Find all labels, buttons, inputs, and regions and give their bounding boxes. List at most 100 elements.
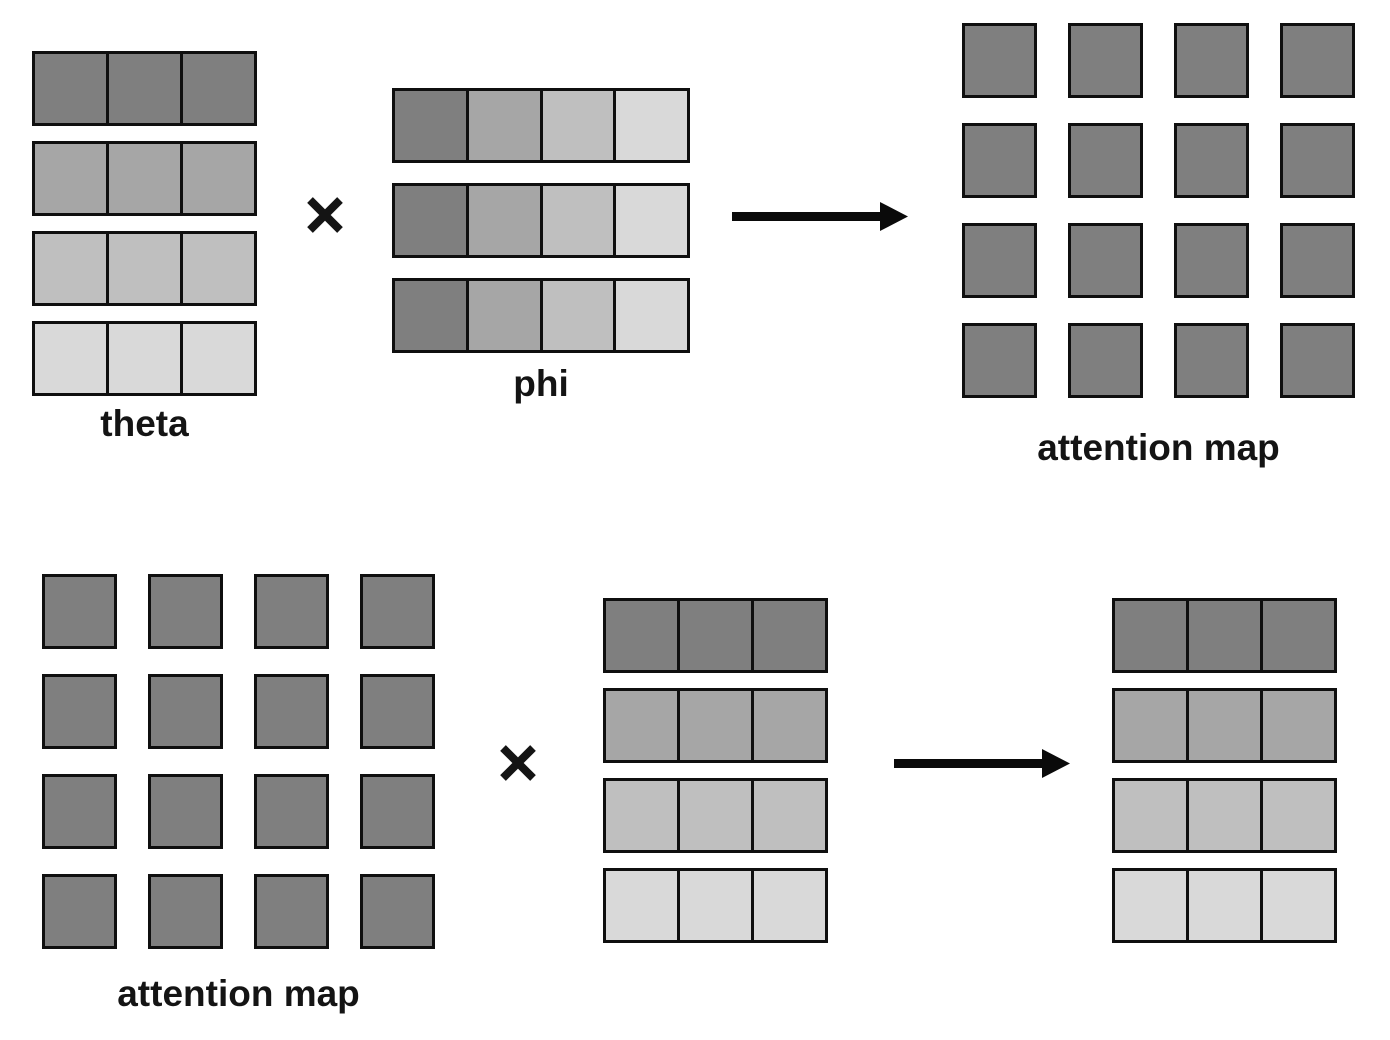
matrix-cell bbox=[465, 91, 540, 160]
matrix-row bbox=[392, 278, 690, 353]
matrix-cell bbox=[606, 781, 677, 850]
matrix-cell bbox=[180, 54, 254, 123]
matrix-row bbox=[32, 321, 257, 396]
matrix-row bbox=[1112, 598, 1337, 673]
matrix-cell bbox=[180, 234, 254, 303]
multiply-icon bbox=[303, 193, 347, 242]
matrix-cell bbox=[1280, 223, 1355, 298]
matrix-cell bbox=[35, 54, 106, 123]
matrix-cell bbox=[106, 324, 180, 393]
matrix-row bbox=[392, 88, 690, 163]
matrix-cell bbox=[106, 144, 180, 213]
matrix-cell bbox=[1174, 223, 1249, 298]
matrix-cell bbox=[1280, 123, 1355, 198]
matrix-cell bbox=[148, 874, 223, 949]
matrix-row bbox=[1112, 868, 1337, 943]
attention-map-matrix bbox=[962, 23, 1355, 398]
matrix-cell bbox=[1115, 781, 1186, 850]
attention-map-label: attention map bbox=[1037, 427, 1280, 468]
matrix-cell bbox=[962, 123, 1037, 198]
matrix-cell bbox=[42, 674, 117, 749]
matrix-cell bbox=[148, 574, 223, 649]
matrix-cell bbox=[1115, 691, 1186, 760]
matrix-cell bbox=[395, 281, 466, 350]
phi-matrix bbox=[392, 88, 690, 353]
matrix-cell bbox=[465, 281, 540, 350]
matrix-cell bbox=[1260, 781, 1334, 850]
result-matrix bbox=[1112, 598, 1337, 943]
matrix-cell bbox=[180, 324, 254, 393]
matrix-cell bbox=[106, 54, 180, 123]
matrix-cell bbox=[35, 234, 106, 303]
matrix-cell bbox=[539, 91, 614, 160]
matrix-row bbox=[1112, 688, 1337, 763]
matrix-cell bbox=[360, 574, 435, 649]
theta-label: theta bbox=[100, 403, 189, 444]
matrix-cell bbox=[606, 601, 677, 670]
matrix-cell bbox=[1115, 871, 1186, 940]
matrix-cell bbox=[751, 781, 825, 850]
matrix-cell bbox=[360, 674, 435, 749]
matrix-cell bbox=[677, 601, 751, 670]
attention-map-matrix bbox=[42, 574, 435, 949]
matrix-cell bbox=[395, 91, 466, 160]
matrix-cell bbox=[1068, 323, 1143, 398]
matrix-cell bbox=[1260, 601, 1334, 670]
matrix-row bbox=[32, 51, 257, 126]
matrix-cell bbox=[1260, 691, 1334, 760]
theta-matrix bbox=[32, 51, 257, 396]
attention-map-label: attention map bbox=[117, 973, 360, 1014]
matrix-cell bbox=[254, 674, 329, 749]
matrix-cell bbox=[677, 781, 751, 850]
matrix-cell bbox=[1174, 23, 1249, 98]
matrix-cell bbox=[1186, 871, 1260, 940]
matrix-cell bbox=[1280, 323, 1355, 398]
matrix-cell bbox=[1186, 781, 1260, 850]
matrix-cell bbox=[42, 574, 117, 649]
matrix-cell bbox=[962, 323, 1037, 398]
matrix-cell bbox=[613, 281, 687, 350]
matrix-cell bbox=[1174, 123, 1249, 198]
matrix-cell bbox=[613, 91, 687, 160]
matrix-cell bbox=[106, 234, 180, 303]
matrix-row bbox=[603, 868, 828, 943]
matrix-cell bbox=[1068, 23, 1143, 98]
matrix-cell bbox=[677, 871, 751, 940]
phi-label: phi bbox=[513, 363, 569, 404]
matrix-cell bbox=[254, 574, 329, 649]
matrix-cell bbox=[962, 23, 1037, 98]
matrix-cell bbox=[1186, 601, 1260, 670]
matrix-cell bbox=[751, 601, 825, 670]
matrix-cell bbox=[395, 186, 466, 255]
matrix-cell bbox=[1068, 123, 1143, 198]
value-matrix bbox=[603, 598, 828, 943]
matrix-cell bbox=[751, 871, 825, 940]
matrix-cell bbox=[1186, 691, 1260, 760]
matrix-cell bbox=[677, 691, 751, 760]
matrix-cell bbox=[360, 874, 435, 949]
matrix-row bbox=[603, 598, 828, 673]
matrix-cell bbox=[465, 186, 540, 255]
matrix-row bbox=[603, 688, 828, 763]
arrow-right-icon bbox=[892, 741, 1072, 790]
matrix-cell bbox=[180, 144, 254, 213]
matrix-cell bbox=[606, 691, 677, 760]
matrix-cell bbox=[35, 324, 106, 393]
matrix-row bbox=[603, 778, 828, 853]
matrix-cell bbox=[42, 874, 117, 949]
multiply-icon bbox=[496, 741, 540, 790]
matrix-cell bbox=[962, 223, 1037, 298]
matrix-cell bbox=[1174, 323, 1249, 398]
matrix-cell bbox=[254, 774, 329, 849]
matrix-cell bbox=[148, 674, 223, 749]
matrix-cell bbox=[539, 186, 614, 255]
matrix-cell bbox=[148, 774, 223, 849]
matrix-cell bbox=[360, 774, 435, 849]
matrix-cell bbox=[254, 874, 329, 949]
arrow-right-icon bbox=[730, 194, 910, 243]
matrix-cell bbox=[35, 144, 106, 213]
matrix-cell bbox=[1260, 871, 1334, 940]
matrix-row bbox=[32, 141, 257, 216]
matrix-row bbox=[1112, 778, 1337, 853]
